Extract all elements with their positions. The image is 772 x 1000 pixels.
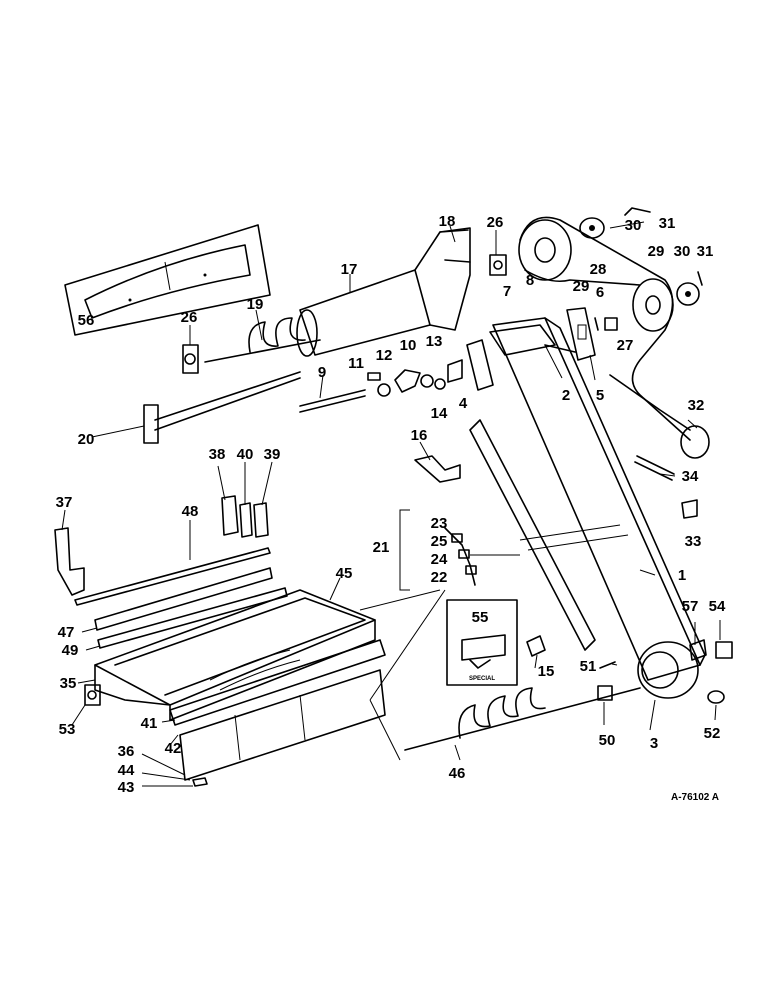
label-23: 23 [431, 515, 448, 532]
label-7: 7 [503, 283, 511, 300]
label-31a: 31 [659, 215, 676, 232]
label-12: 12 [376, 347, 393, 364]
label-43: 43 [118, 779, 135, 796]
label-57: 57 [682, 598, 699, 615]
label-10: 10 [400, 337, 417, 354]
label-35: 35 [60, 675, 77, 692]
label-48: 48 [182, 503, 199, 520]
auger-tube-drawing [296, 227, 471, 357]
label-53: 53 [59, 721, 76, 738]
label-30a: 30 [625, 217, 642, 234]
label-5: 5 [596, 387, 604, 404]
label-44: 44 [118, 762, 135, 779]
trough-drawing [94, 589, 441, 721]
label-1: 1 [678, 567, 686, 584]
sprocket-assembly-drawing [299, 359, 463, 413]
label-54: 54 [709, 598, 726, 615]
shaft-20-drawing [143, 371, 301, 444]
figure-id: A-76102 A [671, 792, 719, 803]
label-27: 27 [617, 337, 634, 354]
label-37: 37 [56, 494, 73, 511]
label-19: 19 [247, 296, 264, 313]
label-18: 18 [439, 213, 456, 230]
part-labels: 1 2 3 4 5 6 7 8 9 10 11 12 13 14 15 16 1… [56, 213, 726, 796]
label-34: 34 [682, 468, 699, 485]
side-plate-drawing [469, 419, 596, 651]
bearing-flange-left-drawing [182, 344, 199, 374]
brackets-37-40-drawing [54, 495, 269, 596]
small-parts-50-51-drawing [597, 661, 616, 701]
label-3: 3 [650, 735, 658, 752]
cover-panel-drawing [64, 224, 271, 336]
leader-lines [61, 221, 721, 787]
small-parts-53-44-drawing [84, 684, 208, 787]
bearing-flange-top-drawing [489, 254, 507, 276]
label-40: 40 [237, 446, 254, 463]
label-15: 15 [538, 663, 555, 680]
strips-drawing [74, 547, 288, 649]
label-50: 50 [599, 732, 616, 749]
label-8: 8 [526, 272, 534, 289]
label-56: 56 [78, 312, 95, 329]
elevator-housing-drawing [489, 317, 706, 699]
special-box-drawing [446, 599, 518, 686]
label-38: 38 [209, 446, 226, 463]
label-9: 9 [318, 364, 326, 381]
label-6: 6 [596, 284, 604, 301]
plate-5-drawing [566, 307, 596, 361]
label-11: 11 [348, 355, 364, 372]
label-14: 14 [431, 405, 448, 422]
label-25: 25 [431, 533, 448, 550]
label-31b: 31 [697, 243, 714, 260]
label-17: 17 [341, 261, 358, 278]
chain-drawing [399, 509, 520, 591]
label-32: 32 [688, 397, 705, 414]
bolt-34-drawing [634, 455, 675, 481]
clip-15-drawing [526, 635, 546, 657]
plate-2-drawing [466, 339, 494, 391]
label-42: 42 [165, 740, 182, 757]
label-52: 52 [704, 725, 721, 742]
label-29a: 29 [573, 278, 590, 295]
label-2: 2 [562, 387, 570, 404]
label-55: 55 [472, 609, 489, 626]
bracket-16-drawing [414, 455, 461, 483]
small-parts-52-57-drawing [689, 639, 733, 704]
special-label: SPECIAL [469, 676, 495, 682]
label-28: 28 [590, 261, 607, 278]
label-24: 24 [431, 551, 448, 568]
label-21: 21 [373, 539, 390, 556]
label-41: 41 [141, 715, 158, 732]
label-29b: 29 [648, 243, 665, 260]
label-22: 22 [431, 569, 448, 586]
label-47: 47 [58, 624, 75, 641]
label-26a: 26 [181, 309, 198, 326]
bracket-33-drawing [681, 499, 698, 519]
label-30b: 30 [674, 243, 691, 260]
hub-30-drawing [579, 207, 703, 306]
label-49: 49 [62, 642, 79, 659]
label-16: 16 [411, 427, 428, 444]
label-46: 46 [449, 765, 466, 782]
small-parts-6-27-drawing [594, 317, 618, 331]
label-26b: 26 [487, 214, 504, 231]
label-45: 45 [336, 565, 353, 582]
label-20: 20 [78, 431, 95, 448]
label-36: 36 [118, 743, 135, 760]
auger-drawing [204, 317, 321, 363]
label-39: 39 [264, 446, 281, 463]
label-4: 4 [459, 395, 468, 412]
label-13: 13 [426, 333, 443, 350]
label-51: 51 [580, 658, 597, 675]
lower-auger-drawing [369, 589, 641, 761]
label-33: 33 [685, 533, 702, 550]
